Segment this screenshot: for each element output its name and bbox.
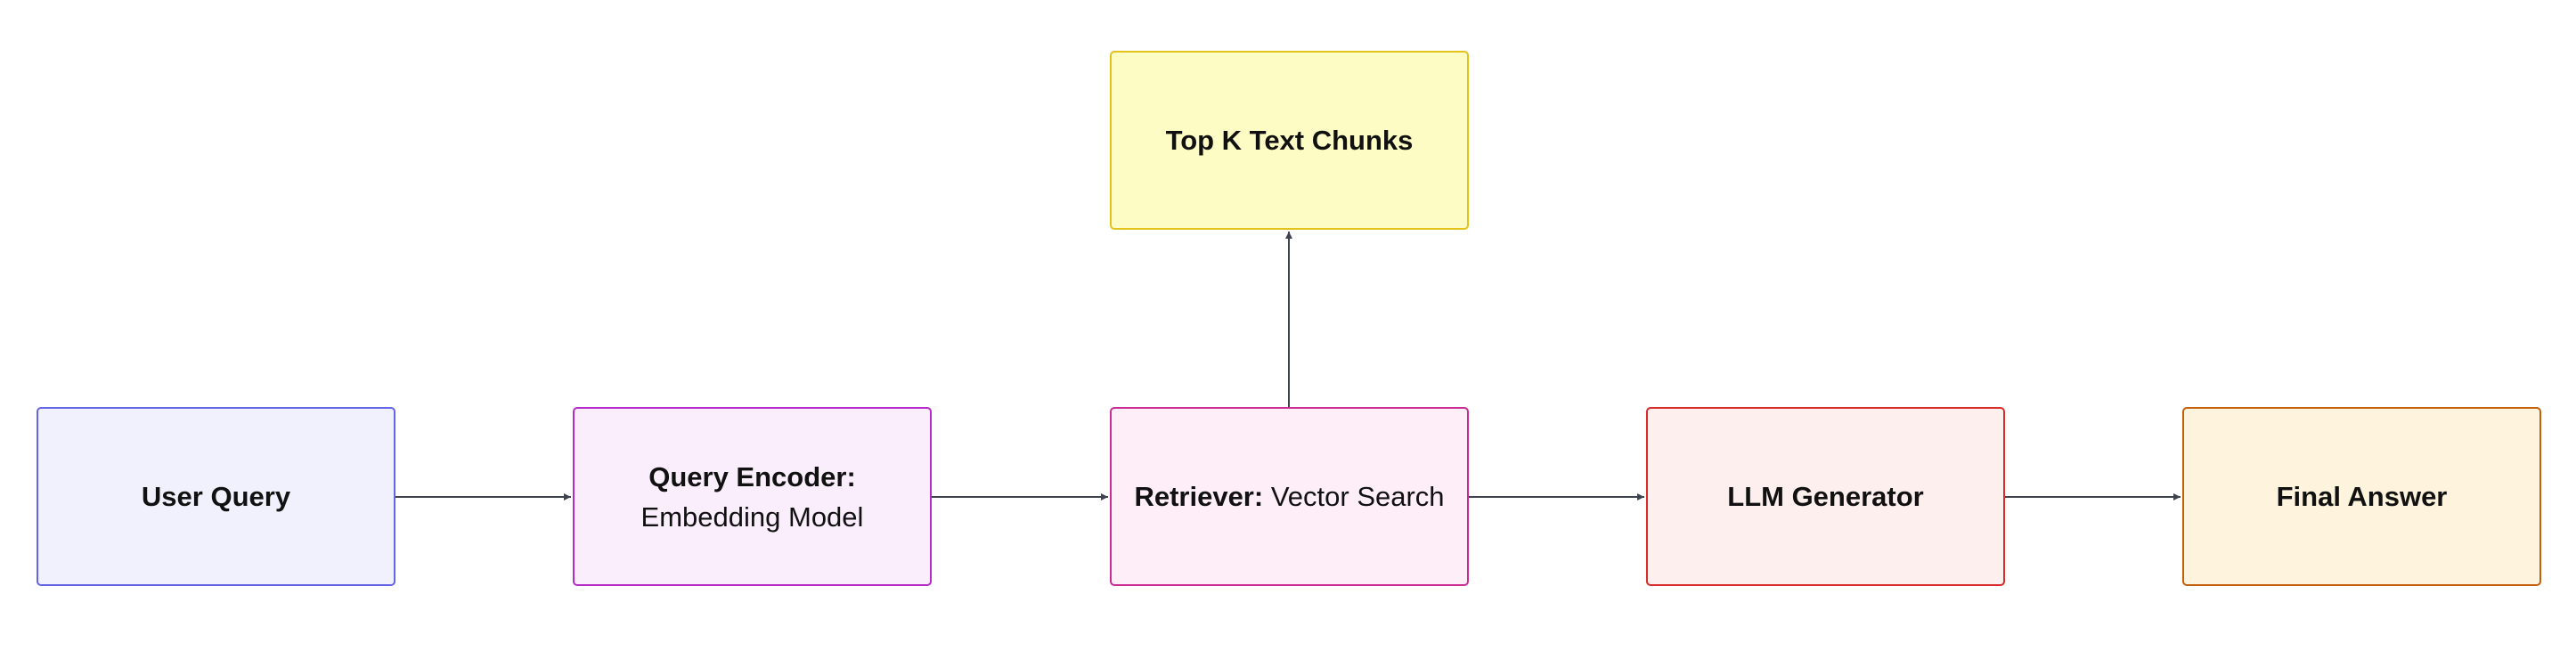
query-encoder-title: Query Encoder: bbox=[648, 460, 856, 492]
user-query-label: User Query bbox=[141, 481, 291, 512]
final-answer-node: Final Answer bbox=[2182, 407, 2541, 586]
query-encoder-subtitle: Embedding Model bbox=[640, 500, 864, 533]
retriever-subtitle: Vector Search bbox=[1270, 481, 1445, 512]
retriever-node: Retriever: Vector Search bbox=[1110, 407, 1469, 586]
top-k-chunks-node: Top K Text Chunks bbox=[1110, 51, 1469, 230]
query-encoder-node: Query Encoder: Embedding Model bbox=[573, 407, 932, 586]
retriever-title: Retriever: bbox=[1134, 481, 1264, 512]
top-k-chunks-label: Top K Text Chunks bbox=[1165, 125, 1414, 156]
final-answer-label: Final Answer bbox=[2276, 481, 2448, 512]
user-query-node: User Query bbox=[37, 407, 395, 586]
retriever-label-line: Retriever: Vector Search bbox=[1134, 476, 1444, 517]
llm-generator-label: LLM Generator bbox=[1727, 481, 1924, 512]
llm-generator-node: LLM Generator bbox=[1646, 407, 2005, 586]
